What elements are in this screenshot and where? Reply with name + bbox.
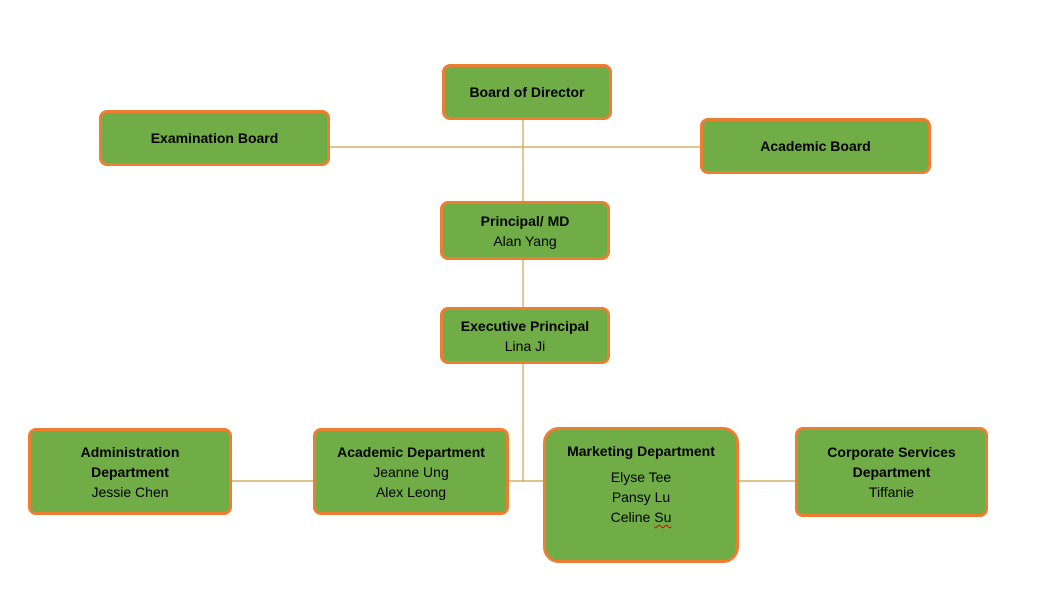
administration-department-box: Administration Department Jessie Chen	[28, 428, 232, 515]
examination-board-title: Examination Board	[150, 130, 279, 146]
marketing-department-person-3: Celine Su	[611, 507, 672, 527]
board-of-director-box: Board of Director	[442, 64, 612, 120]
corporate-services-title-line2: Department	[852, 464, 931, 480]
administration-department-title-line1: Administration	[80, 443, 180, 460]
corporate-services-department-box: Corporate Services Department Tiffanie	[795, 427, 988, 517]
academic-department-person-1: Jeanne Ung	[373, 463, 449, 480]
principal-title: Principal/ MD	[480, 212, 570, 229]
administration-department-title-line2: Department	[91, 463, 169, 480]
corporate-services-person: Tiffanie	[868, 484, 915, 500]
academic-department-person-2: Alex Leong	[375, 483, 447, 500]
academic-department-title: Academic Department	[337, 443, 485, 460]
marketing-department-title: Marketing Department	[567, 443, 715, 459]
marketing-department-person-3-last: Su	[654, 509, 672, 525]
administration-department-person: Jessie Chen	[91, 483, 169, 500]
principal-name: Alan Yang	[493, 232, 557, 249]
executive-principal-name: Lina Ji	[504, 337, 546, 354]
examination-board-box: Examination Board	[99, 110, 330, 166]
marketing-department-person-2: Pansy Lu	[611, 489, 671, 505]
academic-department-box: Academic Department Jeanne Ung Alex Leon…	[313, 428, 509, 515]
marketing-department-person-1: Elyse Tee	[610, 469, 672, 485]
marketing-department-box: Marketing Department Elyse Tee Pansy Lu …	[543, 427, 739, 563]
board-of-director-title: Board of Director	[469, 84, 585, 100]
executive-principal-title: Executive Principal	[460, 317, 590, 334]
academic-board-box: Academic Board	[700, 118, 931, 174]
principal-box: Principal/ MD Alan Yang	[440, 201, 610, 260]
marketing-department-person-3-first: Celine	[610, 509, 651, 525]
academic-board-title: Academic Board	[760, 138, 871, 154]
executive-principal-box: Executive Principal Lina Ji	[440, 307, 610, 364]
corporate-services-title-line1: Corporate Services	[827, 444, 956, 460]
